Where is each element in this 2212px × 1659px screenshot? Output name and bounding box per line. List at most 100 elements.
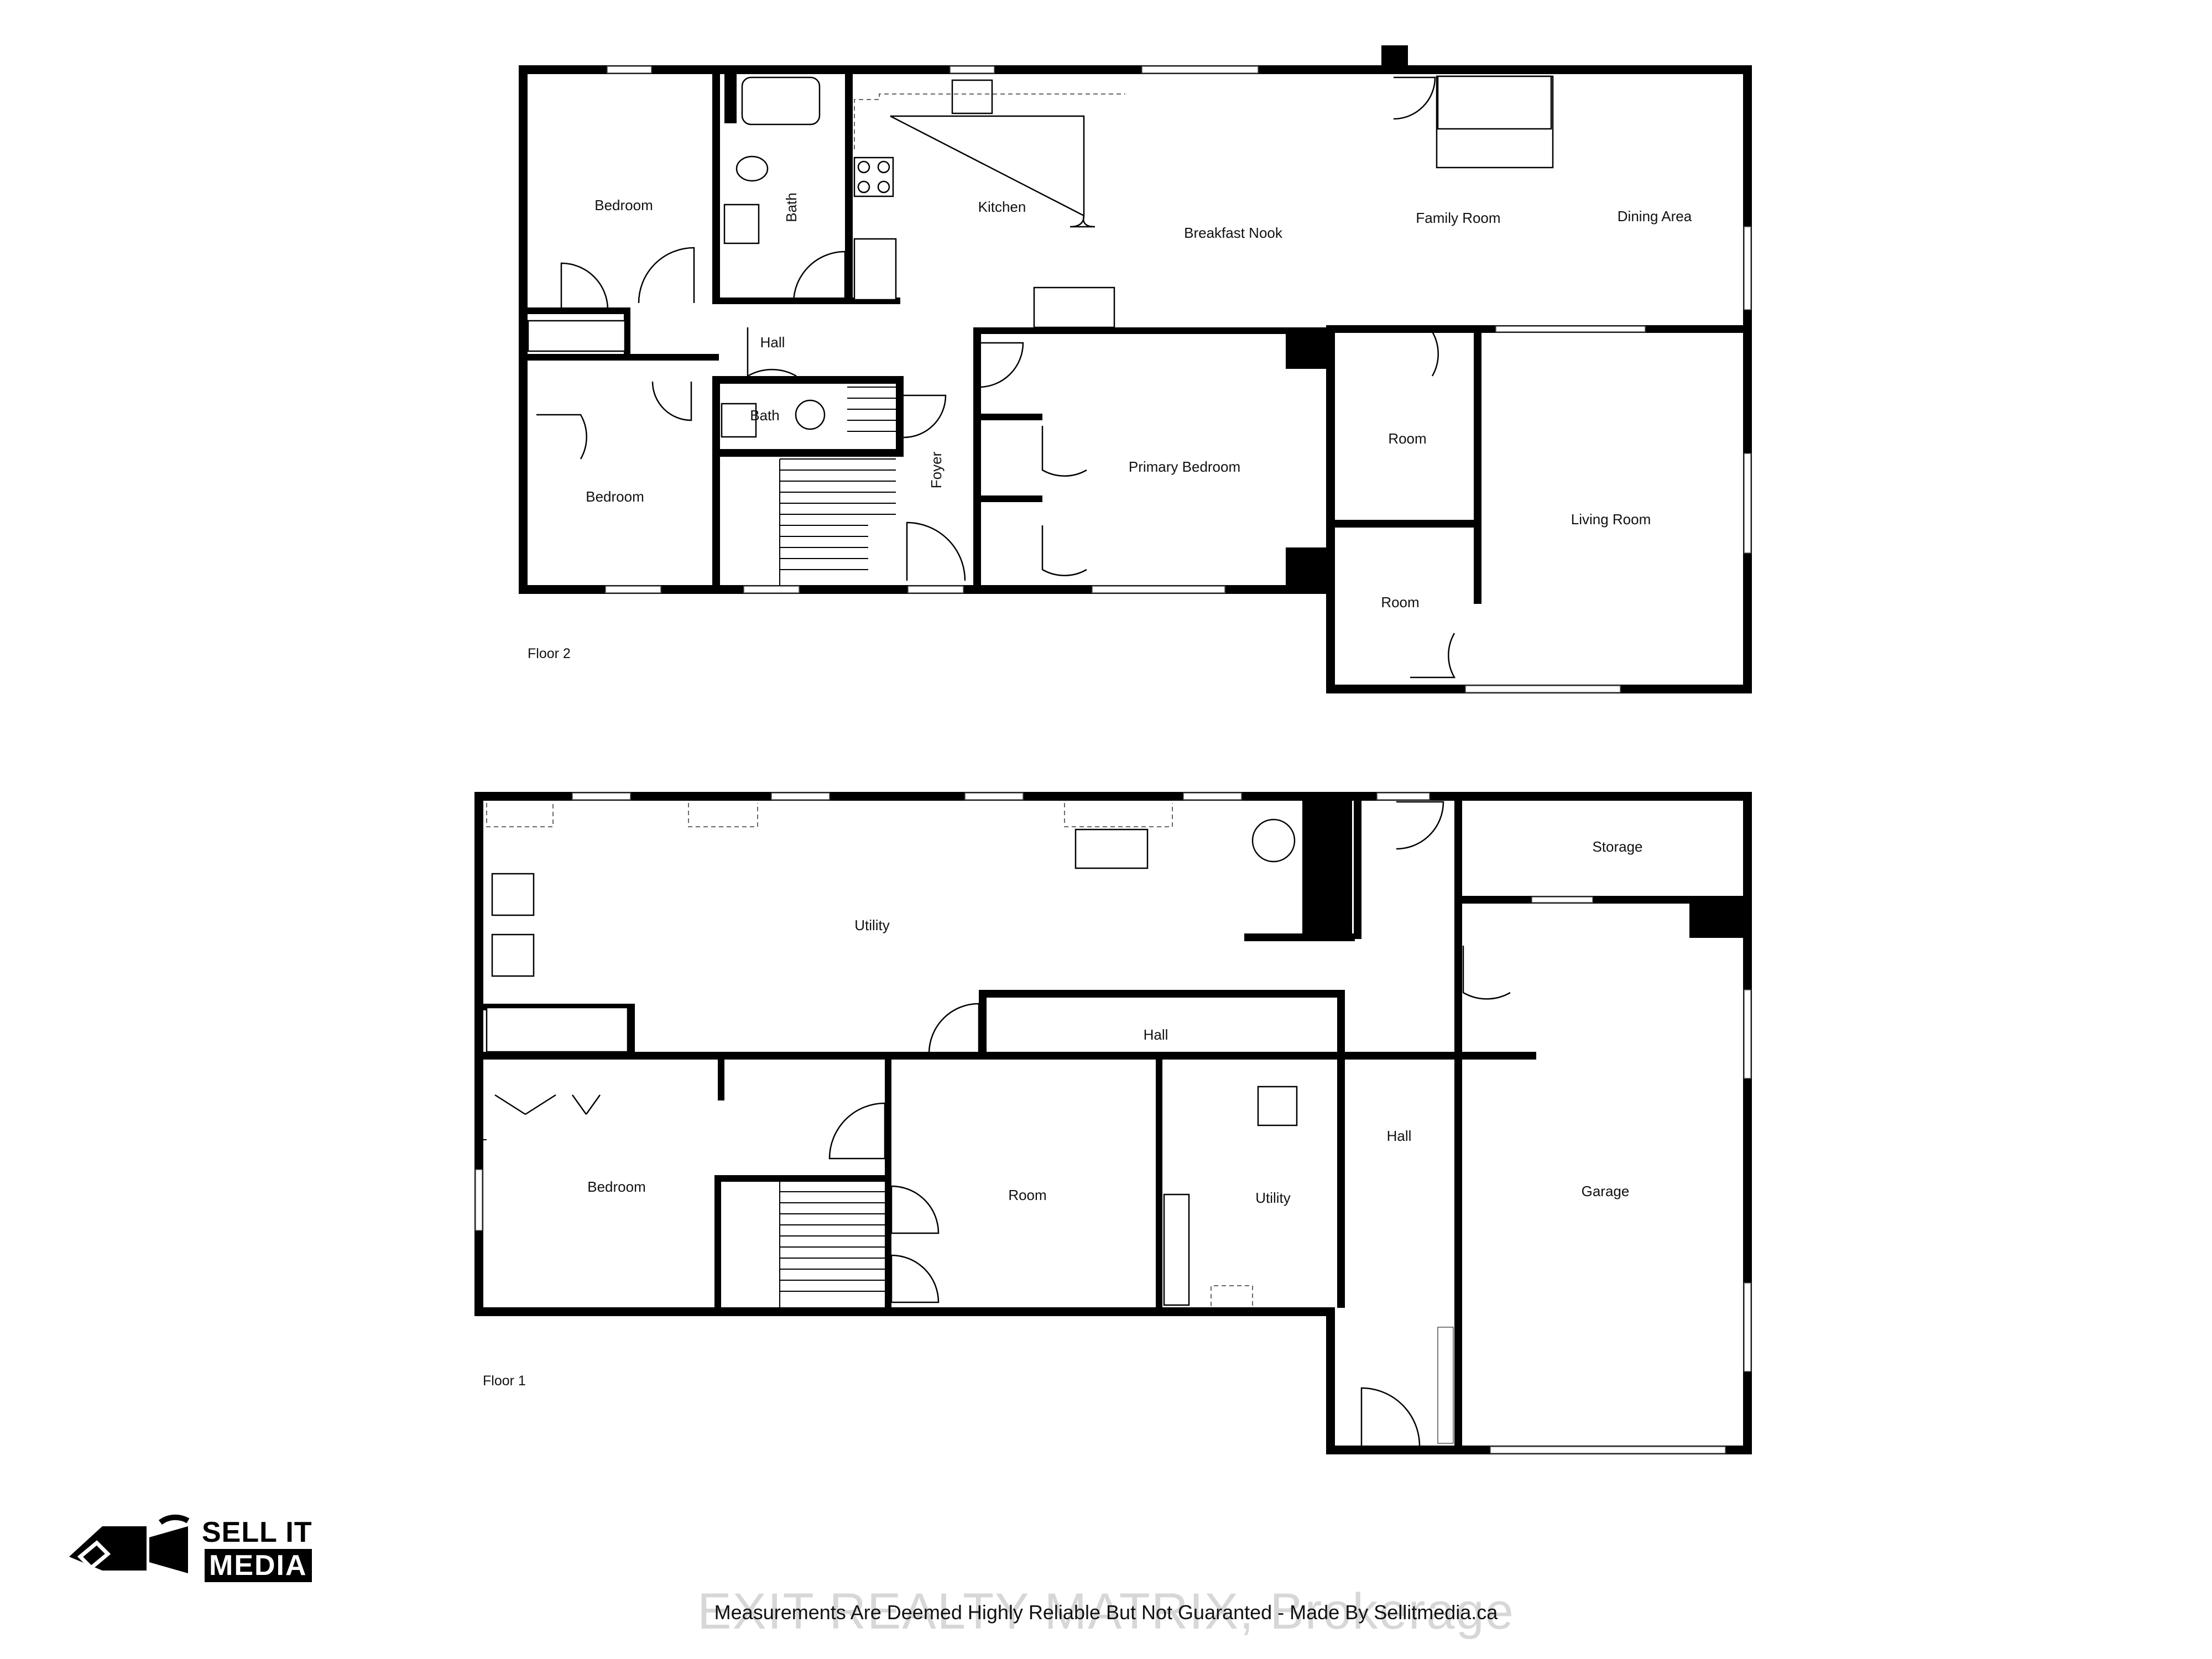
shelf <box>1163 1193 1190 1306</box>
room-label-storage: Storage <box>1592 838 1642 855</box>
window <box>1744 226 1751 310</box>
room-label-hall: Hall <box>1144 1026 1168 1043</box>
wall <box>712 376 904 384</box>
window <box>1744 989 1751 1079</box>
window <box>771 792 830 800</box>
cabinet-outline <box>486 803 554 827</box>
door <box>651 381 692 421</box>
window <box>607 66 652 74</box>
room-label-bedroom: Bedroom <box>587 1178 646 1195</box>
wall <box>896 376 904 451</box>
wall <box>1381 45 1408 74</box>
wall <box>712 298 900 304</box>
wall <box>1326 520 1481 528</box>
room-label-bath: Bath <box>750 407 780 424</box>
cabinet-outline <box>688 803 758 827</box>
window <box>1744 453 1751 554</box>
door <box>1393 76 1436 120</box>
kitchen-sink <box>951 79 993 114</box>
door <box>560 262 609 310</box>
window <box>1531 896 1593 903</box>
wall <box>979 990 1344 998</box>
floor-label: Floor 1 <box>483 1373 526 1389</box>
room-label-garage: Garage <box>1582 1183 1630 1199</box>
wall <box>1326 326 1335 693</box>
door <box>1041 426 1087 477</box>
door <box>1360 1387 1421 1447</box>
vanity <box>723 204 760 244</box>
room-label-living-room: Living Room <box>1571 511 1651 528</box>
window <box>1141 66 1259 74</box>
wall <box>885 1056 891 1308</box>
window <box>572 792 631 800</box>
wall <box>1286 547 1330 589</box>
window <box>743 586 800 593</box>
floor-2-plan <box>519 45 1752 693</box>
room-label-breakfast-nook: Breakfast Nook <box>1184 225 1283 241</box>
window <box>1092 586 1225 593</box>
room-label-hall: Hall <box>760 334 785 351</box>
wall <box>712 71 720 303</box>
bathtub <box>741 76 821 126</box>
shelf <box>486 1006 629 1053</box>
sink <box>795 399 826 430</box>
wall <box>845 71 853 303</box>
room-label-bedroom: Bedroom <box>586 488 644 505</box>
workbench <box>1074 828 1149 869</box>
door <box>906 521 966 581</box>
cabinet-outline <box>854 93 1125 149</box>
room-label-utility: Utility <box>1255 1190 1291 1206</box>
wall <box>1474 327 1481 604</box>
room-label-room: Room <box>1008 1187 1046 1203</box>
window <box>475 1169 483 1231</box>
sell-it-media-logo: SELL IT MEDIA <box>64 1512 329 1590</box>
wall <box>1244 933 1355 941</box>
door <box>1388 331 1439 377</box>
fireplace-hearth <box>1437 75 1552 130</box>
price-tag-camera-icon <box>69 1514 190 1573</box>
wall <box>724 71 737 123</box>
door <box>890 1185 940 1234</box>
room-label-hall: Hall <box>1387 1128 1412 1144</box>
closet-door <box>494 1094 601 1115</box>
door <box>890 1254 940 1303</box>
appliance <box>491 873 535 916</box>
wall <box>519 65 1752 74</box>
window <box>1183 792 1242 800</box>
room-label-utility: Utility <box>854 917 890 933</box>
door <box>1396 801 1444 850</box>
wall <box>979 990 987 1056</box>
cabinet-outline <box>1211 1285 1253 1306</box>
wall <box>1454 796 1462 1449</box>
door <box>1410 633 1456 679</box>
window <box>1744 1282 1751 1372</box>
logo-text-line1: SELL IT <box>202 1516 312 1548</box>
room-label-room: Room <box>1388 430 1426 447</box>
wall <box>1156 1056 1162 1308</box>
door <box>928 1003 980 1055</box>
burner <box>857 160 870 174</box>
wall <box>525 354 719 361</box>
room-label-bath: Bath <box>783 192 800 222</box>
wall <box>712 376 720 592</box>
door <box>978 342 1024 388</box>
door <box>792 251 846 304</box>
counter <box>1033 286 1115 328</box>
water-heater <box>1251 818 1296 863</box>
wall <box>979 414 1042 420</box>
cabinet-outline <box>1064 803 1173 827</box>
staircase <box>847 387 896 432</box>
window <box>1465 685 1621 693</box>
door <box>1041 525 1087 576</box>
pantry <box>853 238 897 301</box>
window <box>1376 792 1430 800</box>
wall <box>714 1175 891 1182</box>
door <box>828 1102 886 1160</box>
wall <box>712 449 904 457</box>
room-label-foyer: Foyer <box>928 451 945 488</box>
room-label-room: Room <box>1381 594 1419 611</box>
staircase <box>779 1182 885 1308</box>
door <box>638 247 695 304</box>
wall <box>628 1004 635 1056</box>
